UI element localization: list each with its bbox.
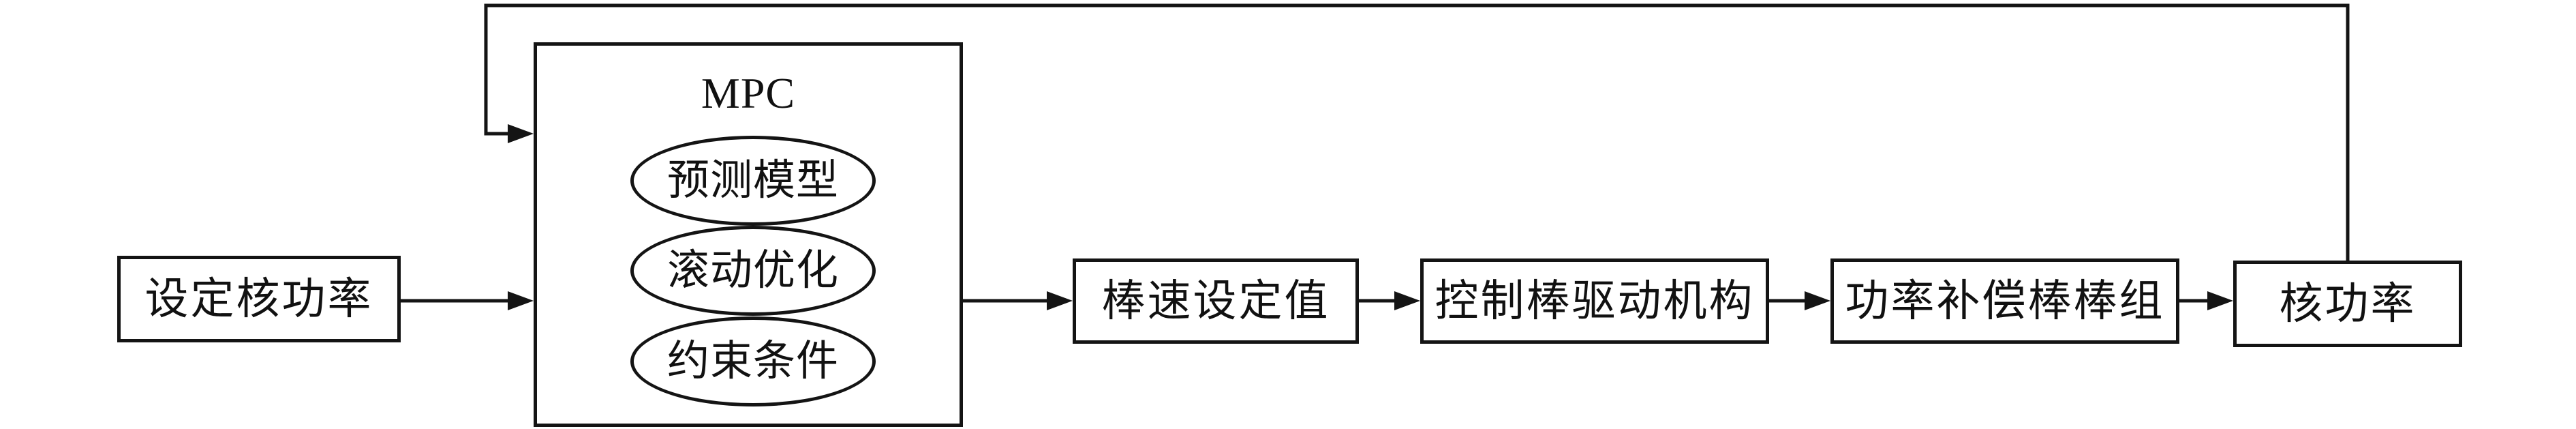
node-mpc-constraints-label: 约束条件 bbox=[666, 338, 839, 385]
node-mpc-prediction-model: 预测模型 bbox=[630, 136, 876, 226]
node-nuclear-power-label: 核功率 bbox=[2279, 279, 2417, 328]
node-rod-speed-setpoint: 棒速设定值 bbox=[1073, 258, 1359, 344]
node-mpc-constraints: 约束条件 bbox=[630, 316, 876, 406]
node-nuclear-power: 核功率 bbox=[2233, 261, 2462, 347]
node-mpc-rolling-optimization-label: 滚动优化 bbox=[666, 248, 839, 294]
node-control-rod-drive-mechanism: 控制棒驱动机构 bbox=[1420, 258, 1769, 344]
arrowhead-crdm-to-comprod bbox=[1805, 291, 1830, 310]
node-rod-speed-setpoint-label: 棒速设定值 bbox=[1101, 276, 1330, 325]
arrowhead-setpoint-to-mpc bbox=[508, 291, 534, 310]
arrowhead-comprod-to-power bbox=[2207, 291, 2233, 310]
node-power-compensation-rod-group-label: 功率补偿棒棒组 bbox=[1845, 276, 2165, 325]
node-setpoint-label: 设定核功率 bbox=[144, 274, 373, 323]
node-mpc-prediction-model-label: 预测模型 bbox=[666, 158, 839, 204]
node-power-compensation-rod-group: 功率补偿棒棒组 bbox=[1830, 258, 2179, 344]
node-setpoint: 设定核功率 bbox=[117, 256, 401, 342]
feedback-line bbox=[484, 3, 2350, 261]
arrowhead-mpc-to-rodspeed bbox=[1047, 291, 1073, 310]
node-control-rod-drive-mechanism-label: 控制棒驱动机构 bbox=[1435, 276, 1755, 325]
node-mpc-label: MPC bbox=[701, 69, 796, 117]
arrowhead-feedback-to-mpc bbox=[508, 124, 534, 143]
arrowhead-rodspeed-to-crdm bbox=[1394, 291, 1420, 310]
node-mpc-rolling-optimization: 滚动优化 bbox=[630, 226, 876, 316]
